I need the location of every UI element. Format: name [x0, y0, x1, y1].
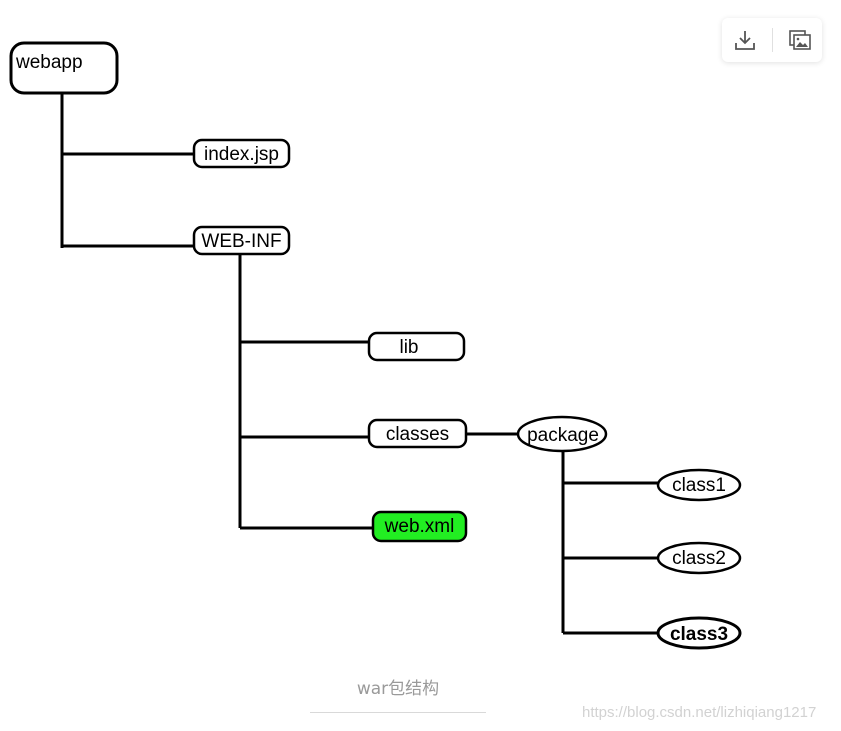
node-class3-ellipse — [656, 616, 742, 650]
node-classes[interactable]: classes — [367, 418, 468, 449]
node-webapp[interactable]: webapp — [9, 41, 119, 95]
node-class3-label: class3 — [670, 624, 728, 645]
node-webapp-label: webapp — [15, 52, 83, 73]
node-class2[interactable]: class2 — [656, 541, 742, 575]
toolbar-separator — [771, 28, 773, 52]
nodes-layer: webapp index.jsp WEB-INF lib classes web… — [9, 41, 742, 650]
node-webapp-box — [9, 41, 119, 95]
node-index-jsp-label: index.jsp — [204, 144, 279, 165]
node-lib-box — [367, 331, 466, 362]
node-lib[interactable]: lib — [367, 331, 466, 362]
node-web-inf[interactable]: WEB-INF — [192, 225, 291, 256]
node-class1[interactable]: class1 — [656, 468, 742, 502]
node-class2-ellipse — [656, 541, 742, 575]
download-icon — [734, 31, 755, 50]
node-web-inf-label: WEB-INF — [201, 231, 281, 252]
node-web-xml-box — [371, 510, 468, 543]
node-class2-label: class2 — [672, 548, 726, 569]
node-web-xml[interactable]: web.xml — [371, 510, 468, 543]
node-package-ellipse — [516, 415, 608, 453]
node-web-inf-box — [192, 225, 291, 256]
edges-layer — [60, 94, 659, 635]
node-classes-box — [367, 418, 468, 449]
image-toolbar — [722, 18, 822, 62]
image-gallery-button[interactable] — [782, 22, 818, 58]
node-index-jsp[interactable]: index.jsp — [192, 138, 291, 169]
node-package-label: package — [527, 425, 599, 446]
image-gallery-icon — [788, 30, 811, 50]
node-package[interactable]: package — [516, 415, 608, 453]
node-class1-ellipse — [656, 468, 742, 502]
caption-underline — [310, 712, 486, 713]
node-web-xml-label: web.xml — [384, 516, 455, 537]
node-class3[interactable]: class3 — [656, 616, 742, 650]
node-class1-label: class1 — [672, 475, 726, 496]
figure-caption: war包结构 — [356, 679, 440, 699]
node-classes-label: classes — [386, 424, 449, 445]
node-index-jsp-box — [192, 138, 291, 169]
watermark: https://blog.csdn.net/lizhiqiang1217 — [582, 704, 817, 721]
download-button[interactable] — [727, 22, 763, 58]
node-lib-label: lib — [399, 337, 418, 358]
